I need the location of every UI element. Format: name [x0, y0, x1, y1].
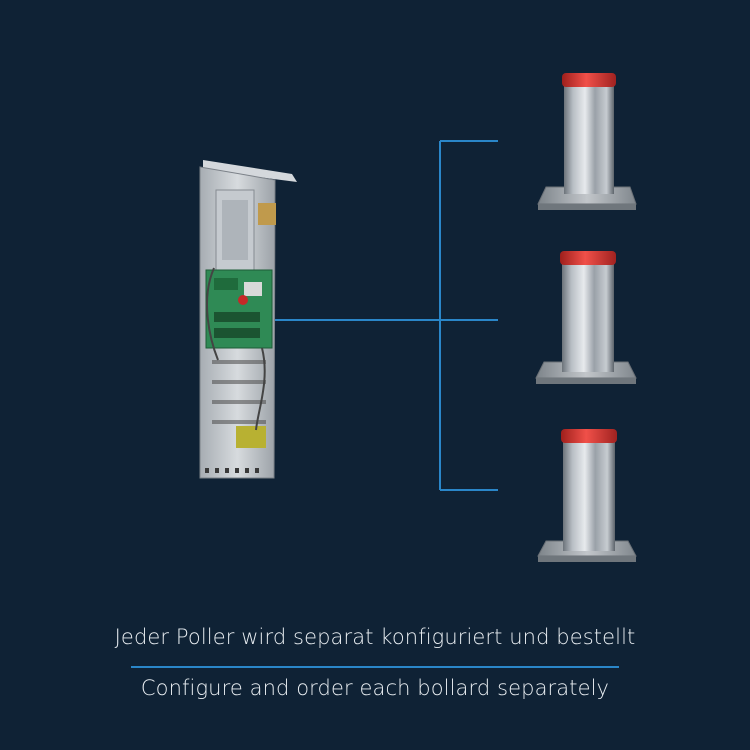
caption-german: Jeder Poller wird separat konfiguriert u…: [114, 625, 636, 649]
control-cabinet: [199, 160, 297, 479]
caption-divider: [131, 666, 619, 668]
bollard-3: [537, 429, 637, 562]
caption-english: Configure and order each bollard separat…: [140, 676, 610, 700]
bollard-1: [537, 73, 637, 210]
connector-lines: [272, 140, 498, 491]
bollard-2: [535, 251, 637, 384]
